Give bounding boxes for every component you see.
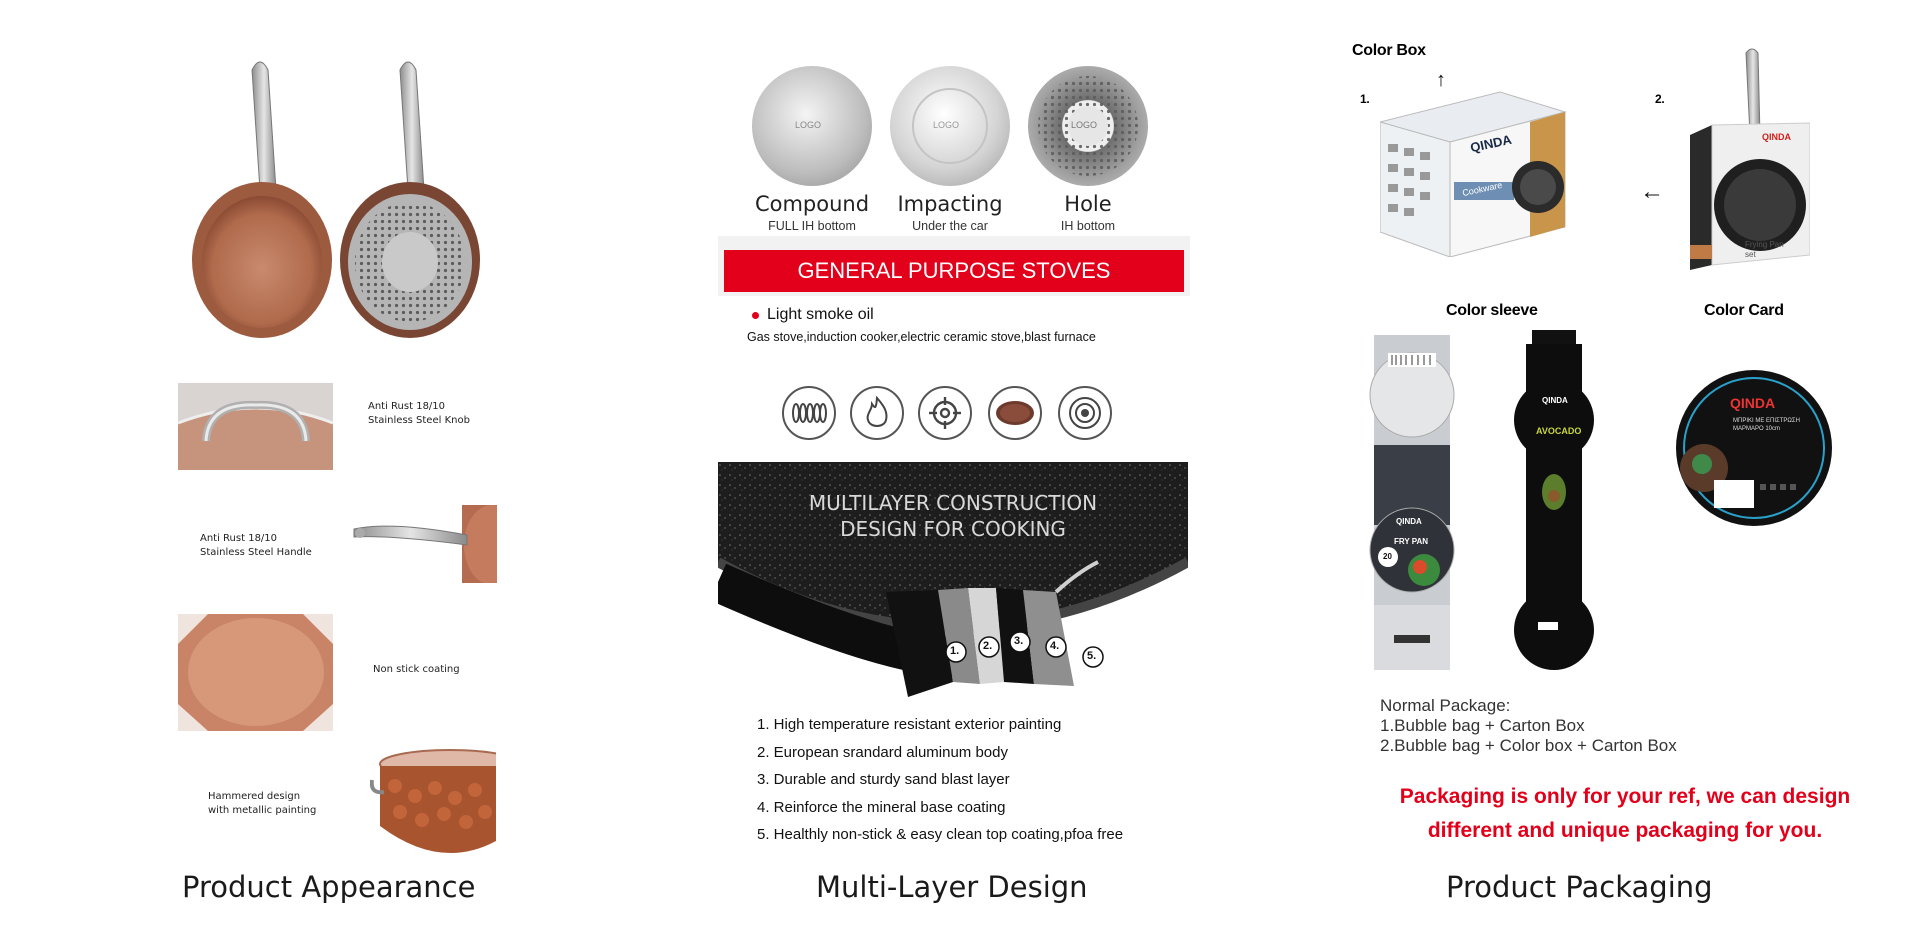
layer-item: 3. Durable and sturdy sand blast layer: [757, 771, 1010, 788]
nonstick-feature-label: Non stick coating: [373, 664, 460, 675]
left-arrow-icon: ←: [1640, 178, 1664, 205]
color-card-image: [1676, 370, 1832, 526]
packaging-caption: Product Packaging: [1446, 870, 1713, 904]
layer-marker: 1.: [950, 645, 960, 657]
layer-marker: 5.: [1087, 650, 1097, 662]
multilayer-construction-image: [718, 462, 1188, 702]
flame-icon: [850, 386, 904, 440]
pans-hero-image: [192, 61, 480, 338]
compound-logo-text: LOGO: [795, 120, 822, 130]
ceramic-plate-icon: [988, 386, 1042, 440]
compound-bottom-disc: LOGO: [752, 66, 872, 186]
construction-title-line2: DESIGN FOR COOKING: [840, 517, 1066, 541]
halogen-icon: [1058, 386, 1112, 440]
normal-package-title: Normal Package:: [1380, 696, 1511, 715]
oil-bullet: [752, 312, 759, 319]
hole-title: Hole: [1064, 192, 1112, 216]
layer-list: 1. High temperature resistant exterior p…: [757, 716, 1123, 854]
multilayer-caption: Multi-Layer Design: [816, 870, 1088, 904]
layer-item: 2. European srandard aluminum body: [757, 743, 1008, 761]
impacting-logo-text: LOGO: [933, 120, 960, 130]
oil-note: Light smoke oil: [767, 306, 874, 323]
handle-feature-label: Anti Rust 18/10 Stainless Steel Handle: [200, 533, 312, 558]
construction-title: MULTILAYER CONSTRUCTION DESIGN FOR COOKI…: [718, 490, 1188, 542]
layer-marker: 4.: [1050, 640, 1060, 652]
item-2-label: 2.: [1655, 92, 1665, 106]
color-box-2-brand: QINDA: [1762, 132, 1791, 142]
lid-knob-image: [178, 383, 333, 470]
color-box-label: Color Box: [1352, 42, 1426, 59]
normal-package-info: Normal Package: 1.Bubble bag + Carton Bo…: [1380, 696, 1677, 756]
compound-subtitle: FULL IH bottom: [768, 219, 856, 233]
impacting-bottom-disc: LOGO: [890, 66, 1010, 186]
sleeve-dark-product: AVOCADO: [1536, 426, 1582, 436]
packaging-note-line1: Packaging is only for your ref, we can d…: [1399, 785, 1851, 808]
color-box-2-text: Frying Pan set: [1745, 240, 1784, 259]
sleeve-dark-brand: QINDA: [1542, 396, 1568, 405]
color-card-text: ΜΠΡΙΚΙ ΜΕ ΕΠΙΣΤΡΩΣΗ ΜΑΡΜΑΡΟ 10cm: [1733, 418, 1800, 432]
hole-bottom-disc: LOGO: [1028, 66, 1148, 186]
packaging-note-line2: different and unique packaging for you.: [1427, 819, 1823, 842]
stoves-text: Gas stove,induction cooker,electric cera…: [747, 330, 1096, 344]
hole-logo-text: LOGO: [1071, 120, 1098, 130]
gas-burner-icon: [918, 386, 972, 440]
packaging-note: Packaging is only for your ref, we can d…: [1340, 780, 1910, 848]
hammered-feature-label: Hammered design with metallic painting: [208, 791, 317, 816]
layer-marker: 2.: [983, 640, 993, 652]
sleeve-light-brand: QINDA: [1396, 517, 1422, 526]
layer-marker: 3.: [1014, 635, 1024, 647]
impacting-subtitle: Under the car: [912, 219, 988, 233]
color-box-2-image: [1690, 48, 1810, 270]
impacting-title: Impacting: [897, 192, 1003, 216]
sleeve-light-title: FRY PAN: [1394, 537, 1429, 546]
sleeve-light-size: 20: [1383, 552, 1392, 561]
hole-pattern-icon: [1038, 76, 1138, 176]
normal-package-line: 1.Bubble bag + Carton Box: [1380, 716, 1585, 735]
nonstick-surface-image: [178, 614, 333, 731]
color-card-label: Color Card: [1704, 302, 1784, 319]
color-sleeve-label: Color sleeve: [1446, 302, 1538, 319]
induction-coil-icon: [782, 386, 836, 440]
compound-title: Compound: [754, 192, 870, 216]
layer-markers: 1. 2. 3. 4. 5.: [718, 462, 1188, 702]
appearance-caption: Product Appearance: [182, 870, 476, 904]
item-1-label: 1.: [1360, 92, 1370, 106]
handle-closeup-image: [353, 505, 497, 583]
color-card-brand: QINDA: [1730, 395, 1776, 411]
layer-item: 5. Healthly non-stick & easy clean top c…: [757, 826, 1124, 843]
color-box-image: [1380, 91, 1567, 257]
knob-feature-label: Anti Rust 18/10 Stainless Steel Knob: [368, 401, 470, 426]
hole-subtitle: IH bottom: [1060, 219, 1116, 233]
color-sleeve-light-image: [1369, 335, 1455, 670]
hammered-pot-image: [370, 746, 496, 859]
layer-item: 1. High temperature resistant exterior p…: [757, 716, 1062, 733]
layer-item: 4. Reinforce the mineral base coating: [757, 798, 1006, 816]
general-stoves-banner: GENERAL PURPOSE STOVES: [724, 250, 1184, 292]
normal-package-line: 2.Bubble bag + Color box + Carton Box: [1380, 736, 1677, 755]
construction-title-line1: MULTILAYER CONSTRUCTION: [808, 491, 1098, 515]
up-arrow-icon: ↑: [1436, 69, 1446, 91]
color-sleeve-dark-image: [1514, 330, 1594, 670]
